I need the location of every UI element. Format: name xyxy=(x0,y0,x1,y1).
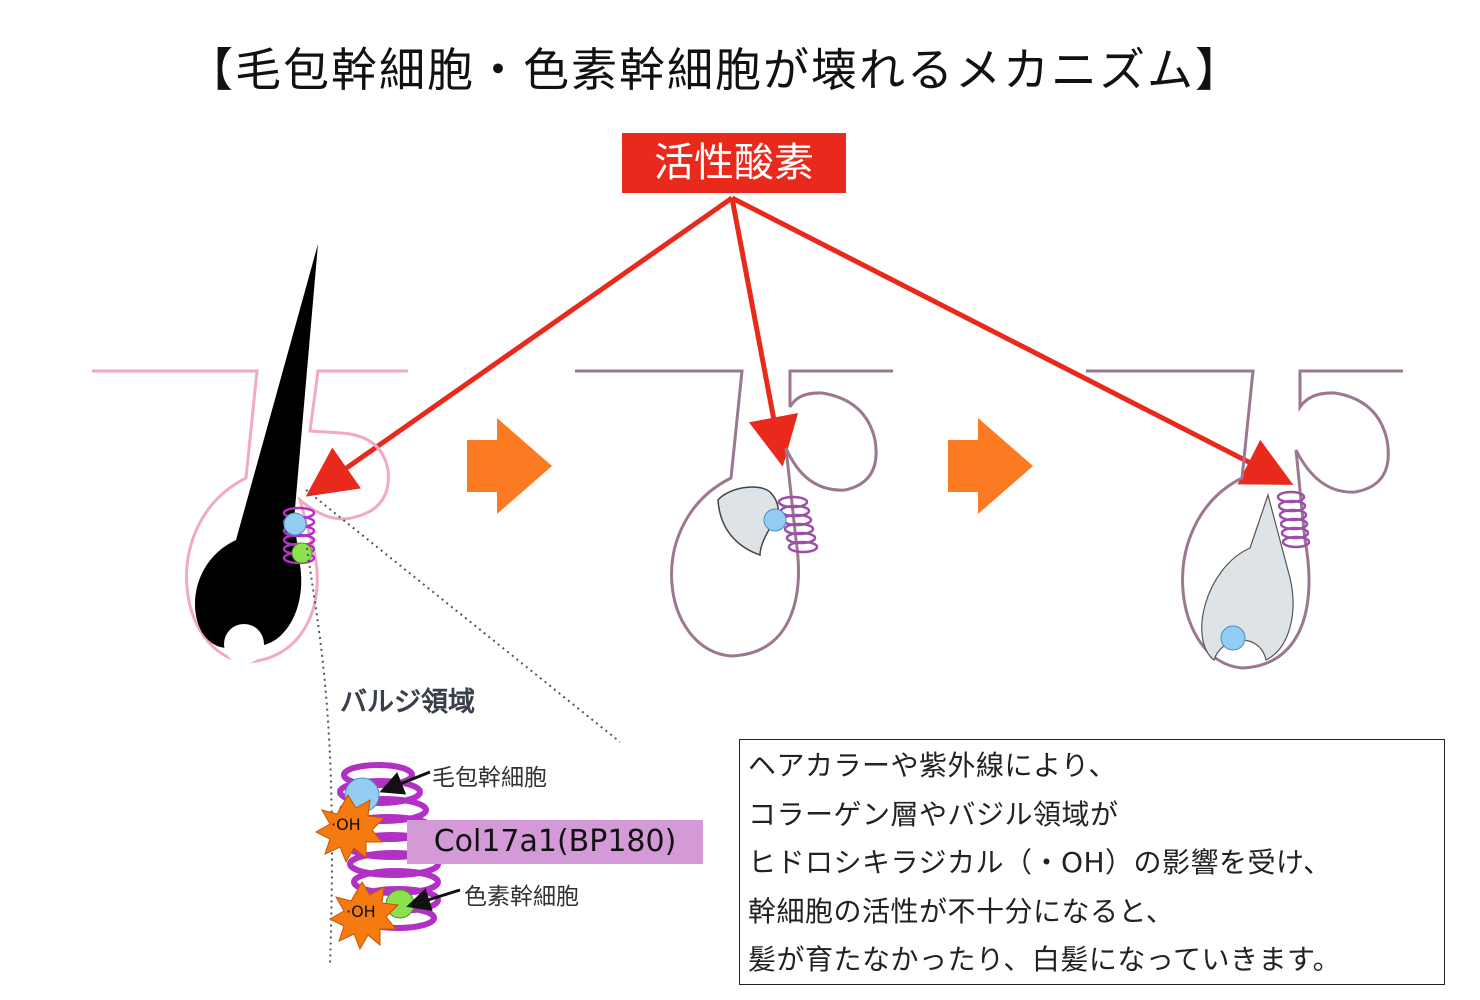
follicle-white-hair xyxy=(1086,369,1403,670)
collagen-label: Col17a1(BP180) xyxy=(407,820,703,864)
ros-label: 活性酸素 xyxy=(622,133,846,193)
explanation-line: 幹細胞の活性が不十分になると、 xyxy=(748,894,1175,928)
zoom-guides xyxy=(305,489,621,966)
hair-stem-cell-label: 毛包幹細胞 xyxy=(432,765,547,791)
follicle-outline-white xyxy=(1086,369,1403,670)
orange-arrow-icon xyxy=(467,418,552,514)
stem-cell-icon xyxy=(1220,625,1246,651)
explanation-line: コラーゲン層やバジル領域が xyxy=(748,797,1119,831)
bulge-region-label: バルジ領域 xyxy=(340,687,475,718)
explanation-box: ヘアカラーや紫外線により、 コラーゲン層やバジル領域が ヒドロシキラジカル（・O… xyxy=(739,739,1445,985)
pointer-pigment-stem xyxy=(406,888,461,912)
collagen-coil-icon xyxy=(1276,490,1311,549)
radical-burst-icon xyxy=(314,794,386,864)
ros-arrow-to-healthy xyxy=(305,195,734,497)
radical-label: ·OH xyxy=(331,815,361,834)
explanation-line: 髪が育たなかったり、白髪になっていきます。 xyxy=(748,943,1342,976)
radical-label: ·OH xyxy=(346,902,376,921)
follicle-outline-healthy xyxy=(92,369,408,664)
ros-arrow-to-damaged xyxy=(729,197,799,467)
ros-arrows xyxy=(305,195,1294,497)
white-hair-shaft xyxy=(1201,492,1294,661)
stem-cell-icon xyxy=(283,512,307,536)
ros-arrow-to-white xyxy=(730,195,1294,485)
follicle-healthy xyxy=(92,244,408,664)
explanation-line: ヘアカラーや紫外線により、 xyxy=(748,749,1117,782)
orange-arrow-icon xyxy=(948,418,1033,514)
follicle-outline-damaged xyxy=(575,369,893,658)
hair-shaft xyxy=(194,244,318,648)
explanation-line: ヒドロシキラジカル（・OH）の影響を受け、 xyxy=(748,846,1332,879)
stem-cell-icon xyxy=(763,508,787,532)
page-title: 【毛包幹細胞・色素幹細胞が壊れるメカニズム】 xyxy=(187,43,1243,97)
dermal-papilla xyxy=(224,624,264,664)
bulge-zoom xyxy=(314,762,461,951)
follicle-damaged xyxy=(575,369,893,658)
pigment-stem-cell-label: 色素幹細胞 xyxy=(464,884,579,910)
radical-burst-icon xyxy=(328,881,400,951)
pointer-hair-stem xyxy=(379,770,431,795)
